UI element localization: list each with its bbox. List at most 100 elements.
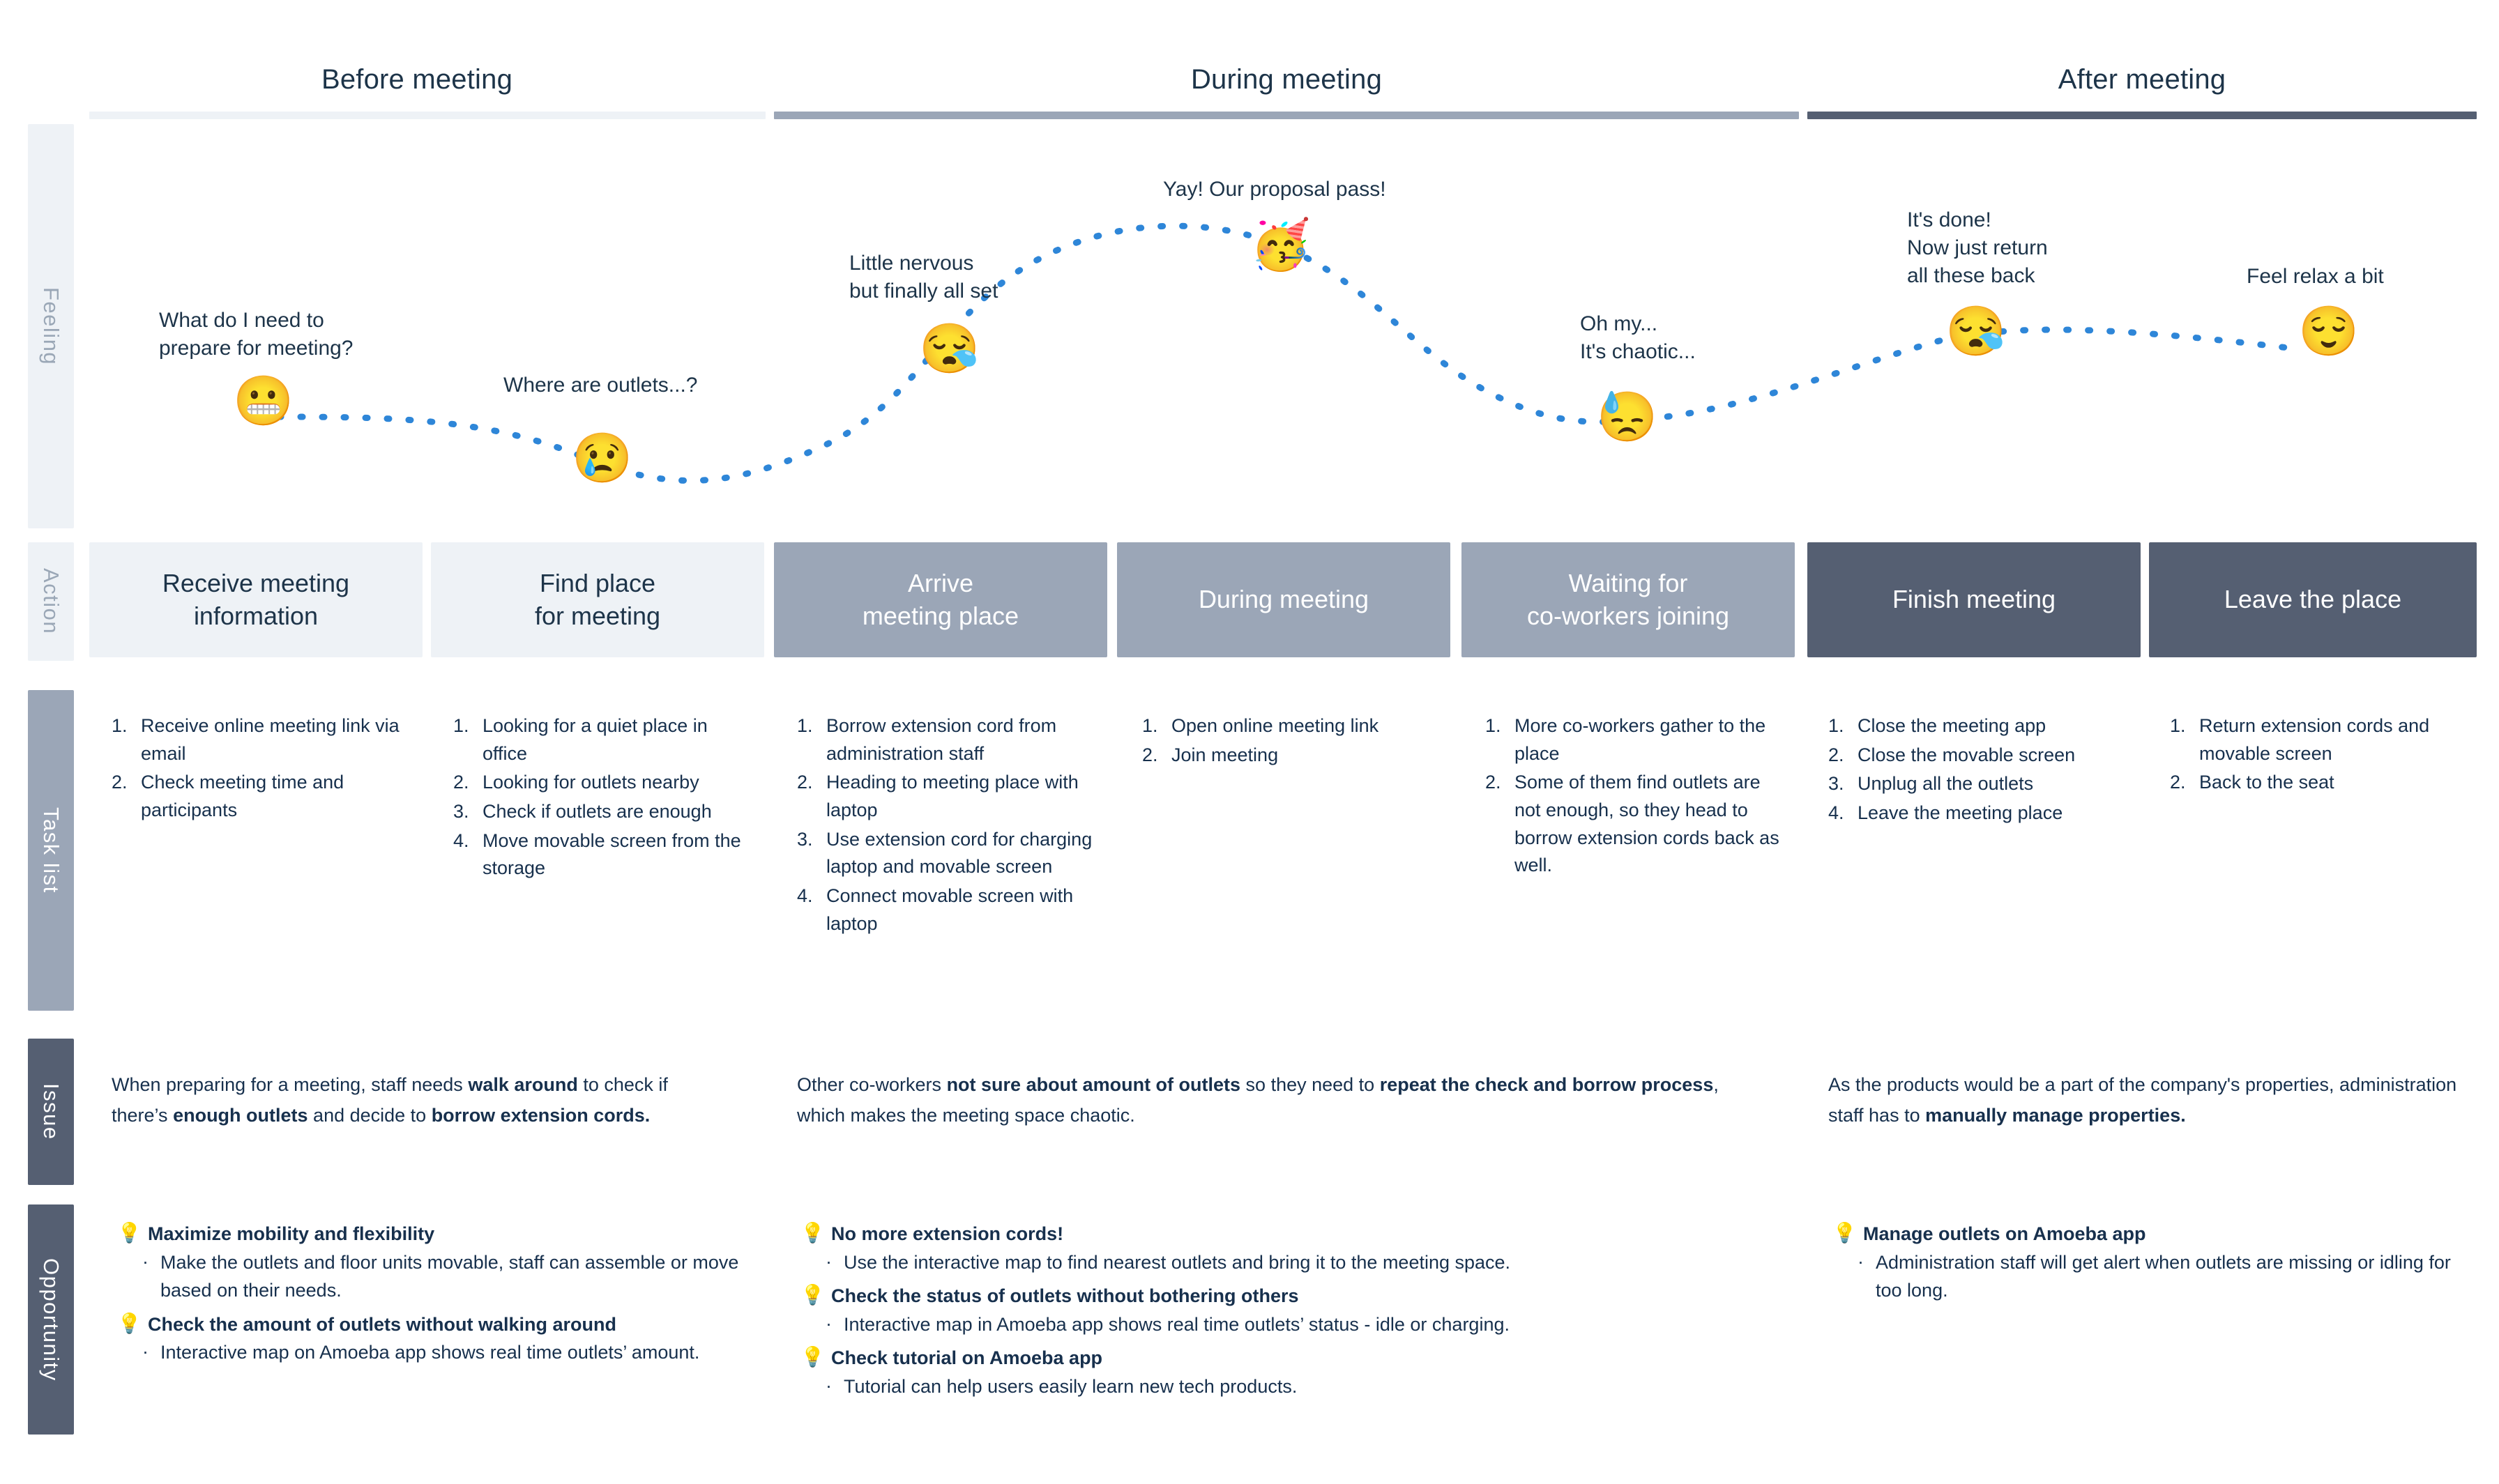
action-card-3[interactable]: Arrive meeting place bbox=[774, 542, 1107, 657]
task-item-number: 1. bbox=[112, 715, 128, 736]
opportunity-heading: 💡 Manage outlets on Amoeba app bbox=[1832, 1220, 2481, 1248]
task-item-text: Return extension cords and movable scree… bbox=[2199, 715, 2430, 764]
task-item: 2.Join meeting bbox=[1142, 742, 1442, 770]
feeling-note-4: Yay! Our proposal pass! bbox=[1163, 178, 1386, 201]
lightbulb-icon: 💡 bbox=[1832, 1222, 1857, 1244]
opportunity-column-before: 💡Maximize mobility and flexibility·Make … bbox=[117, 1220, 745, 1367]
task-item-text: Connect movable screen with laptop bbox=[826, 885, 1074, 934]
opportunity-column-after: 💡 Manage outlets on Amoeba app ·Administra… bbox=[1832, 1220, 2481, 1305]
task-item-number: 2. bbox=[2170, 772, 2186, 793]
opportunity-heading-text: Check the status of outlets without both… bbox=[831, 1285, 1299, 1306]
action-card-5[interactable]: Waiting for co-workers joining bbox=[1461, 542, 1795, 657]
lightbulb-icon: 💡 bbox=[117, 1312, 142, 1334]
opportunity-heading-text: Check the amount of outlets without walk… bbox=[148, 1313, 617, 1335]
task-item-number: 1. bbox=[2170, 715, 2186, 736]
action-card-6[interactable]: Finish meeting bbox=[1807, 542, 2141, 657]
action-card-2[interactable]: Find place for meeting bbox=[431, 542, 764, 657]
feeling-note-5: Oh my... It's chaotic... bbox=[1580, 312, 1696, 363]
row-label-feeling-text: Feeling bbox=[39, 286, 63, 366]
task-item: 4. Leave the meeting place bbox=[1828, 800, 2135, 827]
phase-title-during: During meeting bbox=[1190, 64, 1383, 95]
action-card-7[interactable]: Leave the place bbox=[2149, 542, 2477, 657]
task-item: 2.Looking for outlets nearby bbox=[453, 769, 753, 797]
bullet-icon: · bbox=[826, 1313, 832, 1334]
feeling-note-3: Little nervous but finally all set bbox=[849, 252, 998, 303]
bullet-icon: · bbox=[826, 1250, 832, 1272]
issue-plain: , which makes the meeting space chaotic. bbox=[797, 1074, 1719, 1126]
task-item-number: 2. bbox=[1485, 772, 1501, 793]
row-label-task-list-text: Task list bbox=[39, 807, 63, 894]
opportunity-heading-text: Maximize mobility and flexibility bbox=[148, 1223, 435, 1244]
feeling-note-6: It's done! Now just return all these bac… bbox=[1907, 208, 2048, 287]
task-item: 2. Back to the seat bbox=[2170, 769, 2477, 797]
task-item-number: 2. bbox=[797, 772, 813, 793]
opportunity-item: ·Make the outlets and floor units movabl… bbox=[117, 1248, 745, 1305]
opportunity-item: ·Administration staff will get alert whe… bbox=[1832, 1248, 2481, 1305]
opportunity-heading: 💡No more extension cords! bbox=[800, 1220, 1728, 1248]
task-list-1: 1. Receive online meeting link via email 2… bbox=[112, 712, 411, 825]
lightbulb-icon: 💡 bbox=[800, 1222, 825, 1244]
task-item-number: 4. bbox=[1828, 802, 1844, 824]
task-item-number: 2. bbox=[1142, 744, 1158, 765]
bullet-icon: · bbox=[1858, 1250, 1864, 1272]
row-label-issue: Issue bbox=[28, 1039, 74, 1185]
bullet-icon: · bbox=[142, 1341, 149, 1362]
opportunity-heading-text: Check tutorial on Amoeba app bbox=[831, 1347, 1103, 1368]
task-column-1: 1. Receive online meeting link via email 2… bbox=[112, 712, 411, 826]
lightbulb-icon: 💡 bbox=[800, 1346, 825, 1368]
task-item: 1.Close the meeting app bbox=[1828, 712, 2135, 740]
opportunity-item-text: Interactive map in Amoeba app shows real… bbox=[844, 1313, 1510, 1335]
opportunity-heading: 💡 Check tutorial on Amoeba app bbox=[800, 1344, 1728, 1372]
row-label-opportunity: Opportunity bbox=[28, 1204, 74, 1435]
task-item-text: Some of them find outlets are not enough… bbox=[1514, 772, 1779, 876]
issue-plain: and decide to bbox=[307, 1104, 432, 1126]
phase-title-after: After meeting bbox=[2058, 64, 2226, 95]
task-item-number: 1. bbox=[797, 715, 813, 736]
opportunity-item-text: Interactive map on Amoeba app shows real… bbox=[160, 1342, 700, 1363]
emoji-crying-face: 😢 bbox=[572, 431, 633, 485]
task-item: 1. Receive online meeting link via email bbox=[112, 712, 411, 767]
opportunity-item-text: Make the outlets and floor units movable… bbox=[160, 1251, 739, 1301]
emoji-sleepy-face-2: 😪 bbox=[1945, 304, 2007, 358]
task-item-number: 4. bbox=[797, 885, 813, 907]
feeling-note-7: Feel relax a bit bbox=[2247, 265, 2384, 288]
opportunity-item: · Use the interactive map to find nearest… bbox=[800, 1248, 1728, 1277]
phase-title-before: Before meeting bbox=[321, 64, 513, 95]
issue-plain: to check if there’s bbox=[112, 1074, 668, 1126]
task-item-text: Leave the meeting place bbox=[1858, 802, 2063, 824]
row-label-feeling: Feeling bbox=[28, 124, 74, 528]
action-card-1[interactable]: Receive meeting information bbox=[89, 542, 423, 657]
emoji-relieved-face: 😌 bbox=[2298, 304, 2360, 358]
task-item-text: Heading to meeting place with laptop bbox=[826, 772, 1079, 821]
task-item-text: Use extension cord for charging laptop a… bbox=[826, 828, 1093, 878]
opportunity-heading-text: Manage outlets on Amoeba app bbox=[1863, 1223, 2146, 1244]
issue-emphasis: repeat the check and borrow process bbox=[1379, 1074, 1714, 1095]
opportunity-item-text: Use the interactive map to find nearest … bbox=[844, 1251, 1511, 1273]
task-item-text: Check meeting time and participants bbox=[141, 772, 344, 821]
task-item: 2. Some of them find outlets are not enou… bbox=[1485, 769, 1785, 880]
issue-emphasis: not sure about amount of outlets bbox=[946, 1074, 1241, 1095]
task-item-text: Close the meeting app bbox=[1858, 715, 2046, 736]
task-item-text: Receive online meeting link via email bbox=[141, 715, 400, 764]
task-item: 4.Move movable screen from the storage bbox=[453, 827, 753, 882]
task-item: 1.Borrow extension cord from administrat… bbox=[797, 712, 1097, 767]
task-item: 3. Use extension cord for charging laptop… bbox=[797, 826, 1097, 881]
task-item-number: 1. bbox=[1142, 715, 1158, 736]
task-column-7: 1. Return extension cords and movable scr… bbox=[2170, 712, 2477, 798]
task-item-number: 3. bbox=[453, 801, 469, 823]
lightbulb-icon: 💡 bbox=[117, 1222, 142, 1244]
task-item-text: Back to the seat bbox=[2199, 772, 2334, 793]
opportunity-item-text: Tutorial can help users easily learn new… bbox=[844, 1375, 1298, 1397]
emoji-downcast-face-with-sweat: 😓 bbox=[1597, 390, 1658, 444]
feeling-note-2: Where are outlets...? bbox=[503, 374, 698, 397]
task-item-text: Looking for outlets nearby bbox=[483, 772, 699, 793]
row-label-issue-text: Issue bbox=[39, 1083, 63, 1140]
task-item-text: Unplug all the outlets bbox=[1858, 773, 2034, 795]
action-card-4[interactable]: During meeting bbox=[1117, 542, 1450, 657]
opportunity-heading: 💡 Maximize mobility and flexibility bbox=[117, 1220, 745, 1248]
task-item-number: 3. bbox=[797, 828, 813, 850]
task-item-number: 2. bbox=[112, 772, 128, 793]
